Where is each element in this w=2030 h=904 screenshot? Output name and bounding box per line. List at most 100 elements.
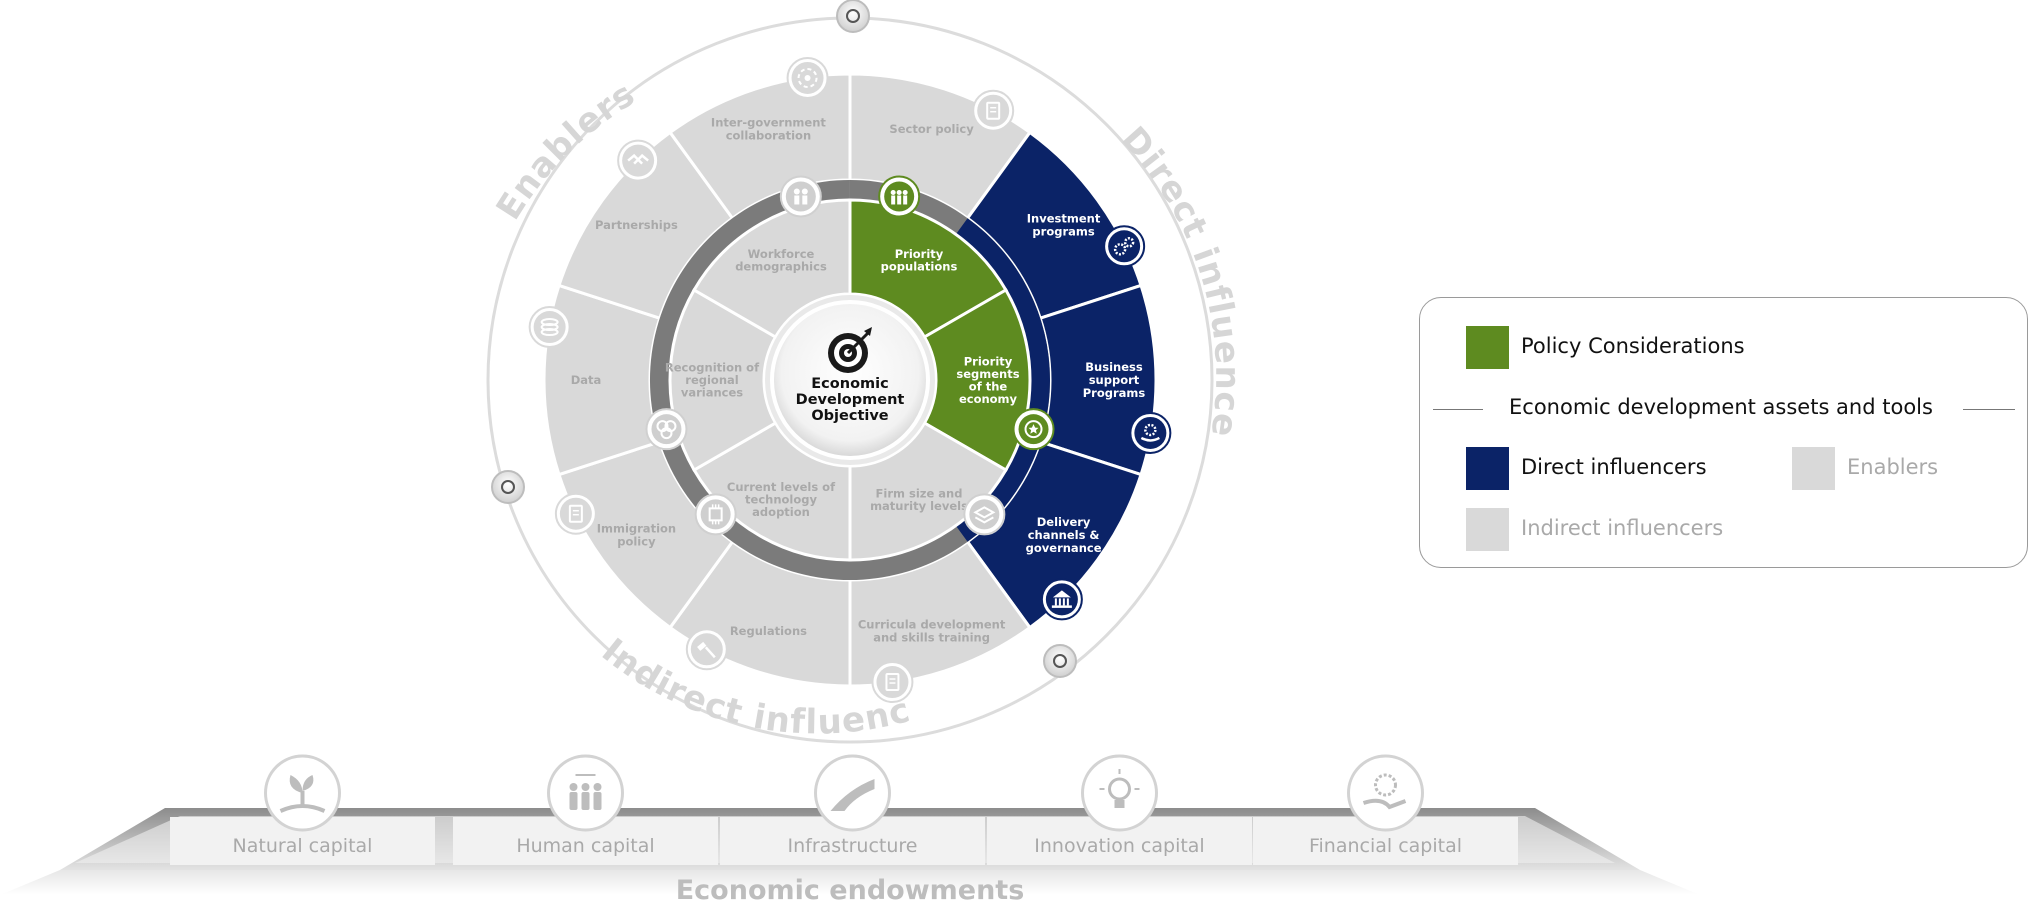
outer-segment-label-3-0: Delivery — [1037, 515, 1091, 529]
document-icon — [986, 101, 1001, 120]
inner-segment-label-0-1: populations — [881, 260, 958, 274]
inner-segment-label-3-2: adoption — [752, 505, 810, 519]
outer-icon-disc-4 — [876, 666, 909, 699]
inner-segment-label-4-1: regional — [685, 373, 738, 387]
center-objective: Economic Development Objective — [765, 295, 935, 465]
legend-label-direct: Direct influencers — [1521, 455, 1707, 479]
outer-segment-label-8-0: Partnerships — [595, 218, 678, 232]
outer-segment-label-3-2: governance — [1026, 541, 1102, 555]
outer-segment-label-6-0: Immigration — [597, 522, 676, 536]
outer-icon-disc-6 — [559, 497, 592, 530]
inner-segment-label-1-2: of the — [969, 379, 1008, 393]
inner-segment-label-3-0: Current levels of — [727, 480, 836, 494]
certificate-icon — [885, 673, 900, 692]
inner-segment-label-2-1: maturity levels — [870, 499, 968, 513]
outer-segment-label-4-1: and skills training — [873, 631, 990, 645]
endowment-label-0: Natural capital — [233, 835, 373, 857]
legend-swatch-enablers — [1792, 447, 1835, 490]
endowment-label-3: Innovation capital — [1034, 835, 1204, 857]
outer-segment-label-9-0: Inter-government — [711, 115, 826, 129]
legend-heading: Economic development assets and tools — [1509, 395, 1933, 419]
outer-segment-label-1-0: Investment — [1027, 211, 1101, 225]
legend-label-policy: Policy Considerations — [1521, 334, 1745, 358]
star-badge-icon — [1024, 420, 1043, 439]
ring-knob-left — [491, 470, 525, 504]
legend-label-enablers: Enablers — [1847, 455, 1939, 479]
inner-segment-label-4-2: variances — [681, 386, 743, 400]
inner-segment-3 — [692, 420, 852, 562]
inner-segment-label-3-1: technology — [745, 493, 817, 507]
inner-segment-label-1-0: Priority — [964, 354, 1013, 368]
government-building-icon — [1051, 590, 1072, 608]
hand-gear-icon — [1140, 423, 1160, 442]
outer-segment-label-3-1: channels & — [1028, 528, 1100, 542]
inner-segment-label-5-1: demographics — [735, 260, 827, 274]
outer-segment-label-2-1: support — [1089, 373, 1140, 387]
legend-swatch-direct — [1466, 447, 1509, 490]
inner-ring-band-direct — [955, 218, 1050, 542]
endowment-label-2: Infrastructure — [787, 835, 917, 857]
regions-icon — [656, 420, 677, 440]
inner-icon-disc-5 — [785, 181, 816, 212]
gears-icon — [1113, 237, 1135, 256]
outer-segment-label-0-0: Sector policy — [889, 122, 974, 136]
endowments-title: Economic endowments — [676, 875, 1025, 904]
center-line-1: Economic — [811, 376, 888, 392]
plant-icon — [279, 775, 326, 813]
inner-segment-label-2-0: Firm size and — [876, 486, 963, 500]
legend-divider-left — [1433, 409, 1483, 410]
outer-icon-disc-2 — [1134, 416, 1167, 449]
center-line-2: Development — [796, 392, 905, 408]
workforce-icon — [793, 188, 808, 205]
handshake-icon — [627, 153, 649, 165]
legend-swatch-policy — [1466, 326, 1509, 369]
outer-icon-disc-1 — [1108, 230, 1141, 263]
outer-segment-label-1-1: programs — [1032, 224, 1094, 238]
inner-segment-label-5-0: Workforce — [748, 247, 815, 261]
inner-grey-ring — [649, 180, 1050, 580]
legend-label-indirect: Indirect influencers — [1521, 516, 1724, 540]
ring-knob-top — [836, 0, 870, 33]
layers-icon — [973, 506, 996, 524]
outer-icon-disc-3 — [1045, 583, 1078, 616]
ring-knob-bottom-right — [1043, 644, 1077, 678]
outer-segment-label-6-1: policy — [617, 535, 656, 549]
inner-segment-label-1-3: economy — [959, 392, 1018, 406]
hand-money-icon — [1362, 773, 1407, 810]
endowment-icon-badge-3 — [1081, 754, 1158, 832]
outer-segment-label-7-0: Data — [571, 373, 602, 387]
road-icon — [830, 779, 875, 811]
outer-segment-label-2-0: Business — [1085, 360, 1143, 374]
outer-icon-disc-7 — [533, 311, 566, 344]
inner-segment-5 — [692, 198, 852, 340]
target-icon — [828, 327, 872, 373]
inner-segment-label-4-0: Recognition of — [665, 361, 760, 375]
collaboration-icon — [797, 67, 818, 88]
passport-icon — [568, 504, 583, 523]
outer-icon-disc-0 — [977, 94, 1010, 127]
legend-divider-right — [1963, 409, 2015, 410]
outer-segment-label-2-2: Programs — [1083, 386, 1146, 400]
inner-icon-disc-3 — [700, 499, 731, 530]
outer-segment-label-5-0: Regulations — [730, 624, 807, 638]
legend: Policy Considerations Economic developme… — [1419, 297, 2028, 568]
center-line-3: Objective — [811, 408, 888, 424]
people-exchange-icon — [569, 774, 602, 810]
inner-segment-1 — [922, 287, 1032, 473]
outer-segment-label-4-0: Curricula development — [858, 618, 1006, 632]
inner-icon-disc-2 — [969, 499, 1000, 530]
chip-icon — [708, 504, 723, 525]
database-icon — [540, 318, 559, 337]
people-icon — [890, 189, 908, 205]
endowment-label-4: Financial capital — [1309, 835, 1462, 857]
lightbulb-icon — [1099, 769, 1140, 808]
endowment-icon-badge-4 — [1347, 754, 1424, 832]
inner-segment-label-1-1: segments — [956, 367, 1019, 381]
inner-segment-label-0-0: Priority — [895, 247, 944, 261]
legend-swatch-indirect — [1466, 508, 1509, 551]
endowments-platform: Natural capital Human capital Infrastructu… — [0, 754, 1700, 904]
gavel-icon — [697, 641, 716, 659]
endowment-label-1: Human capital — [516, 835, 654, 857]
